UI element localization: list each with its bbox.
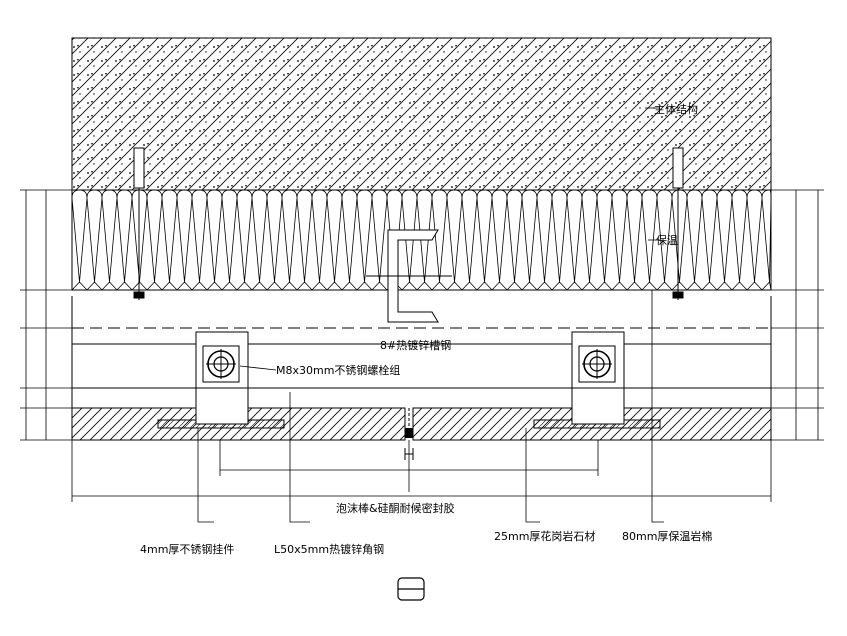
label-insulation: 保温 bbox=[656, 233, 678, 247]
detail-marker bbox=[397, 577, 425, 601]
anchor-bolts bbox=[133, 147, 684, 300]
channel-steel bbox=[366, 229, 452, 323]
main-structure bbox=[71, 37, 772, 191]
label-hanger: 4mm厚不锈钢挂件 bbox=[140, 542, 234, 556]
label-angle-steel: L50x5mm热镀锌角钢 bbox=[274, 542, 384, 556]
label-granite: 25mm厚花岗岩石材 bbox=[494, 529, 595, 543]
insulation-wave bbox=[71, 189, 772, 291]
bolt-group-left bbox=[202, 345, 240, 383]
bolt-group-right bbox=[578, 345, 616, 383]
leader-lines bbox=[197, 107, 664, 523]
label-sealant: 泡沫棒&硅酮耐候密封胶 bbox=[336, 501, 455, 515]
label-main-structure: 主体结构 bbox=[654, 102, 698, 116]
label-rock-wool: 80mm厚保温岩棉 bbox=[622, 529, 712, 543]
label-bolt-group: M8x30mm不锈钢螺栓组 bbox=[276, 363, 400, 377]
granite-panels bbox=[71, 407, 772, 460]
label-channel-steel: 8#热镀锌槽钢 bbox=[380, 338, 451, 352]
